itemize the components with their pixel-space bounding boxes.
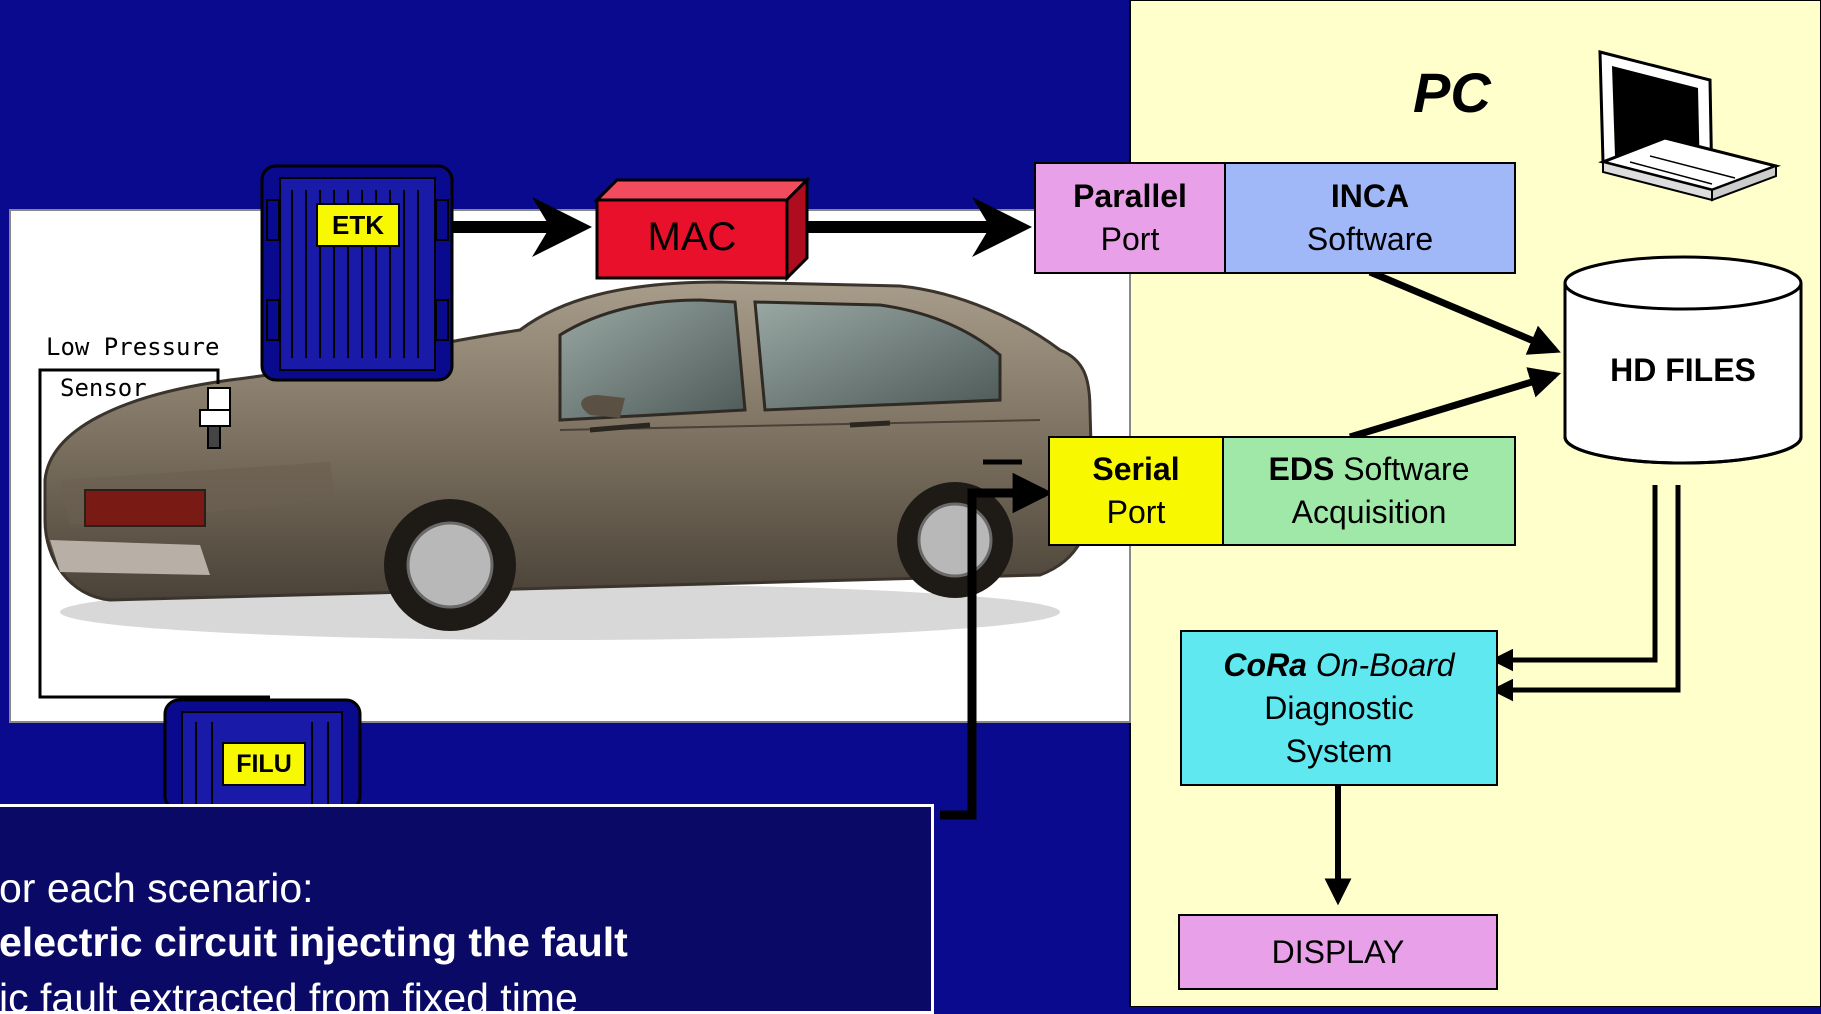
serial-port-title: Serial [1092,451,1180,487]
hd-files-label: HD FILES [1610,352,1756,388]
inca-subtitle: Software [1306,221,1434,257]
parallel-port-subtitle: Port [1100,221,1160,257]
display-box: DISPLAY [1178,914,1498,990]
cora-line1: CoRa On-Board [1223,644,1454,687]
mac-box [593,176,811,282]
laptop-icon [1598,50,1782,202]
sensor-label-line2: Sensor [60,374,147,402]
notes-line-1: or each scenario: [0,865,314,911]
etk-ecu-image [260,164,454,382]
serial-port-box: Serial Port [1048,436,1224,546]
sensor-wire [38,368,270,699]
eds-title-rest: Software [1334,451,1470,487]
sensor-label-line1: Low Pressure [46,333,220,361]
cora-title: CoRa [1223,646,1307,683]
filu-label: FILU [222,742,306,786]
cora-line2: Diagnostic [1264,689,1414,726]
eds-subtitle: Acquisition [1291,494,1447,530]
parallel-port-title: Parallel [1073,178,1187,214]
inca-software-box: INCA Software [1224,162,1516,274]
car-image [43,280,1094,640]
mac-label: MAC [647,215,737,259]
eds-title: EDS [1268,451,1335,487]
scenario-notes-panel: or each scenario: electric circuit injec… [0,804,934,1014]
hd-files-cylinder [1563,255,1803,465]
notes-line-2: electric circuit injecting the fault [0,919,628,965]
parallel-port-box: Parallel Port [1034,162,1226,274]
notes-line-3: ic fault extracted from fixed time [0,975,578,1014]
cora-diagnostic-box: CoRa On-Board Diagnostic System [1180,630,1498,786]
arrow-hd-cora-1 [1490,485,1681,702]
eds-line1: EDS Software [1269,448,1470,491]
sensor-icon [199,387,231,449]
serial-port-subtitle: Port [1106,494,1166,530]
eds-software-box: EDS Software Acquisition [1222,436,1516,546]
inca-title: INCA [1330,178,1410,214]
arrow-eds-hd [1348,367,1562,441]
cora-title-rest: On-Board [1306,646,1455,683]
etk-label: ETK [316,203,400,247]
wire-filu-serial [940,459,1054,820]
pc-title: PC [1413,61,1491,124]
display-label: DISPLAY [1271,933,1405,970]
arrow-inca-hd [1368,268,1561,355]
cora-line3: System [1285,732,1393,769]
